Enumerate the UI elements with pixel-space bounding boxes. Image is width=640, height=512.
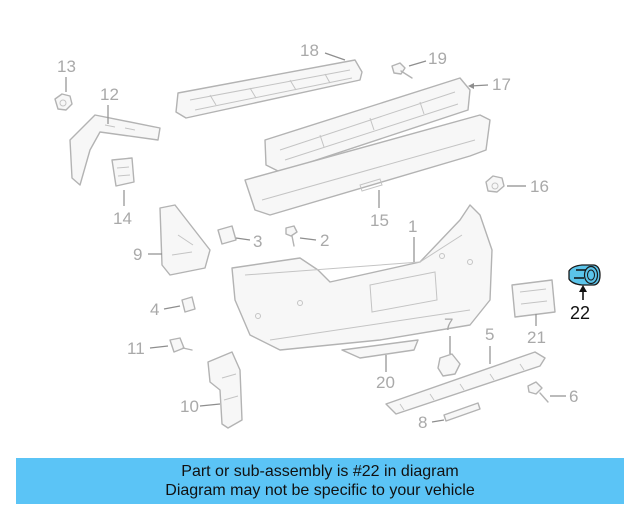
part-11-push-pin [169, 337, 193, 353]
part-6-screw [527, 381, 549, 403]
svg-text:9: 9 [133, 245, 142, 264]
part-19-bolt [391, 62, 413, 79]
svg-text:10: 10 [180, 397, 199, 416]
svg-text:13: 13 [57, 57, 76, 76]
svg-text:8: 8 [418, 413, 427, 432]
part-2-screw [285, 225, 298, 247]
svg-text:14: 14 [113, 209, 132, 228]
label-10: 10 [180, 397, 221, 416]
svg-text:3: 3 [253, 232, 262, 251]
label-14: 14 [113, 190, 132, 228]
part-17-absorber [264, 77, 471, 173]
label-15: 15 [370, 190, 389, 230]
label-4: 4 [150, 300, 181, 319]
svg-text:16: 16 [530, 177, 549, 196]
part-1-bumper-cover [231, 204, 493, 351]
part-4-clip [181, 296, 196, 313]
label-3: 3 [235, 232, 262, 251]
part-20-trim [341, 339, 419, 359]
svg-text:5: 5 [485, 325, 494, 344]
label-16: 16 [507, 177, 549, 196]
svg-text:11: 11 [127, 339, 145, 358]
svg-text:4: 4 [150, 300, 159, 319]
svg-text:7: 7 [444, 315, 453, 334]
svg-text:1: 1 [408, 217, 417, 236]
svg-text:22: 22 [570, 303, 590, 323]
part-13-nut [54, 93, 73, 111]
label-11: 11 [127, 339, 169, 358]
svg-text:15: 15 [370, 211, 389, 230]
label-2: 2 [299, 231, 329, 250]
part-12-bracket [69, 114, 161, 186]
label-19: 19 [408, 49, 447, 68]
label-18: 18 [300, 41, 346, 61]
banner-line-2: Diagram may not be specific to your vehi… [165, 482, 475, 499]
svg-text:18: 18 [300, 41, 319, 60]
label-20: 20 [376, 355, 395, 392]
svg-text:12: 12 [100, 85, 119, 104]
part-21-plate-bracket [511, 279, 556, 318]
part-15-reinforcement [244, 114, 491, 216]
svg-text:21: 21 [527, 328, 546, 347]
label-13: 13 [57, 57, 76, 92]
label-17: 17 [468, 75, 511, 94]
part-18-impact-bar [175, 59, 363, 119]
part-5-diffuser [385, 351, 546, 415]
part-22-parking-sensor [568, 264, 601, 286]
banner-line-1: Part or sub-assembly is #22 in diagram [181, 463, 459, 480]
label-9: 9 [133, 245, 162, 264]
part-16-nut [485, 175, 505, 193]
svg-text:20: 20 [376, 373, 395, 392]
label-8: 8 [418, 413, 445, 432]
part-14-clip [111, 157, 135, 187]
label-7: 7 [444, 315, 453, 354]
svg-text:6: 6 [569, 387, 578, 406]
svg-text:2: 2 [320, 231, 329, 250]
label-21: 21 [527, 314, 546, 347]
info-banner: Part or sub-assembly is #22 in diagram D… [16, 458, 624, 504]
label-12: 12 [100, 85, 119, 124]
part-9-side-bracket [159, 204, 211, 276]
label-5: 5 [485, 325, 494, 364]
label-1: 1 [408, 217, 417, 262]
svg-text:17: 17 [492, 75, 511, 94]
part-7-sensor-holder [437, 353, 461, 377]
svg-text:19: 19 [428, 49, 447, 68]
part-10-lower-bracket [207, 351, 243, 429]
label-6: 6 [550, 387, 578, 406]
part-3-clip [217, 225, 237, 245]
part-8-strip [443, 402, 481, 422]
label-22: 22 [570, 285, 590, 323]
